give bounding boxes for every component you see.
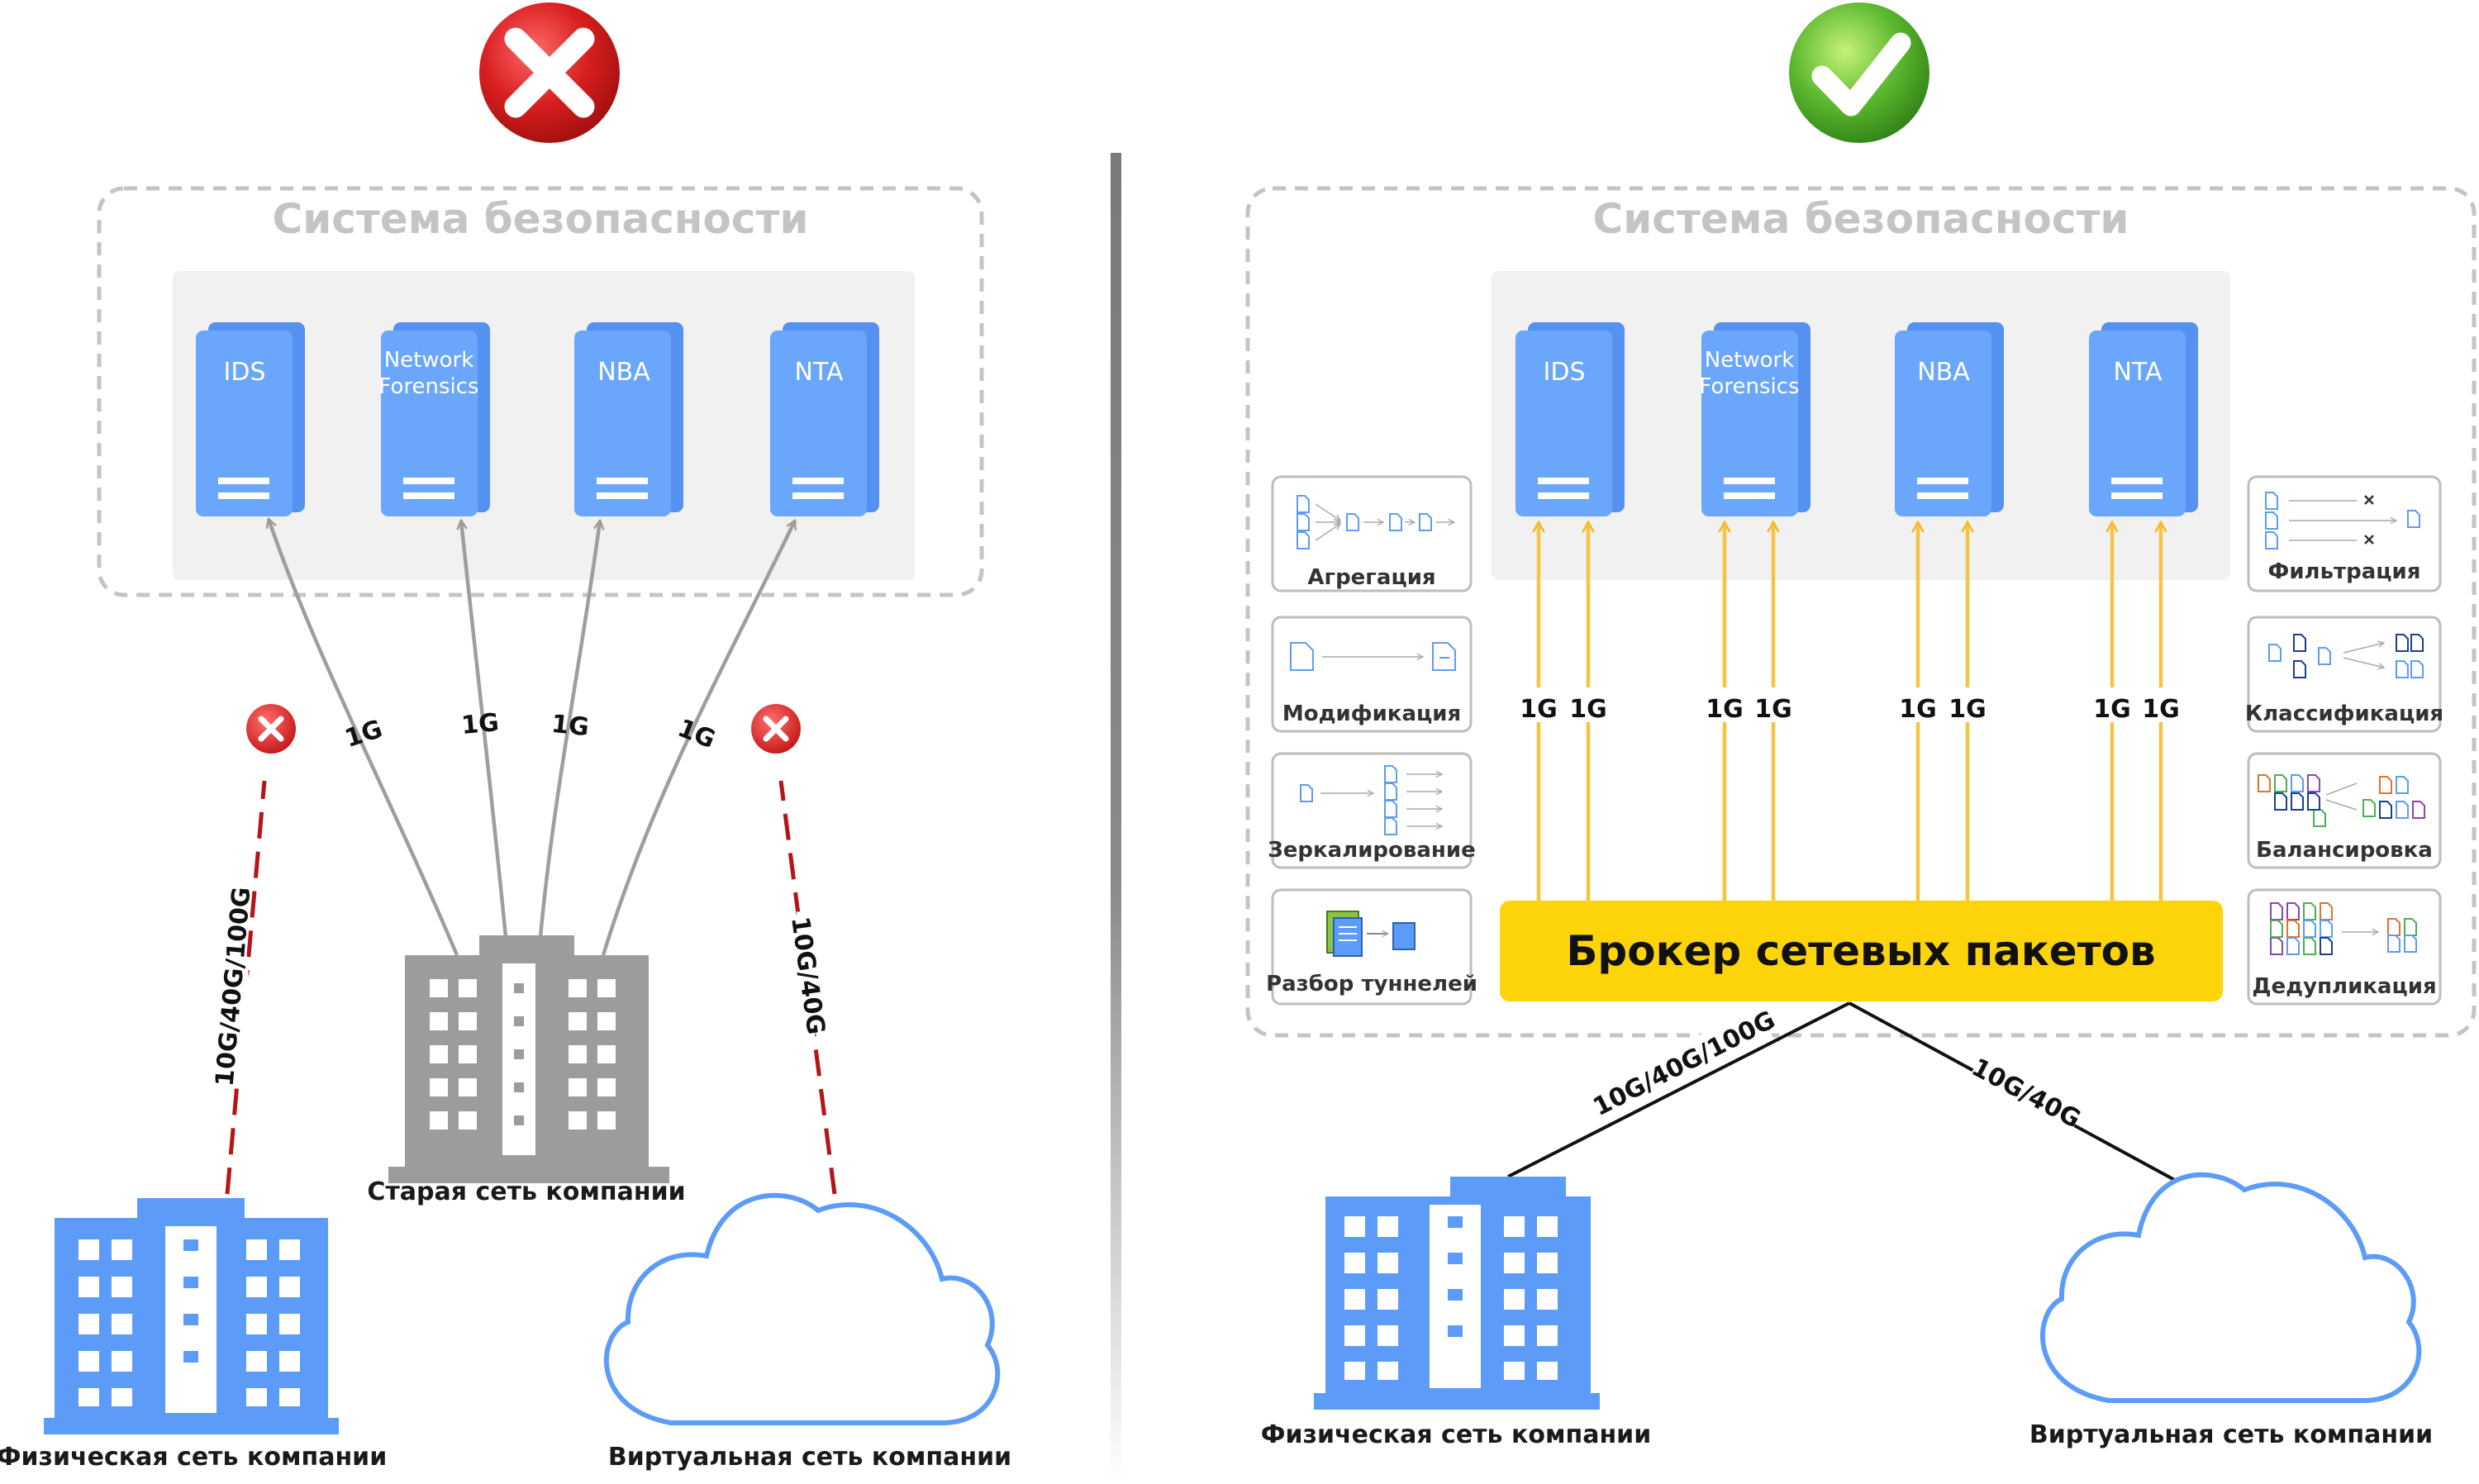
left-link-speed-3: 1G: [550, 710, 590, 743]
right-virtual-speed: 10G/40G: [1967, 1053, 2085, 1134]
right-link-speed-4: 1G: [1754, 695, 1792, 724]
right-virtual-label: Виртуальная сеть компании: [2029, 1420, 2433, 1449]
function-label-aggregation: Агрегация: [1307, 565, 1435, 590]
function-card-filtering: Фильтрация: [2247, 475, 2442, 592]
function-card-mirroring: Зеркалирование: [1268, 752, 1476, 869]
right-physical-label: Физическая сеть компании: [1261, 1420, 1651, 1449]
function-label-mirroring: Зеркалирование: [1268, 838, 1475, 863]
function-card-aggregation: Агрегация: [1271, 475, 1473, 592]
left-virtual-label: Виртуальная сеть компании: [608, 1443, 1011, 1472]
left-server-nba-label: NBA: [597, 358, 650, 387]
function-card-balancing: Балансировка: [2247, 752, 2442, 869]
right-system-title: Система безопасности: [1593, 195, 2129, 243]
right-server-ids: IDS: [1515, 322, 1625, 516]
right-server-nba-label: NBA: [1917, 358, 1970, 387]
left-server-ids-label: IDS: [224, 358, 266, 387]
left-server-nta-label: NTA: [795, 358, 844, 387]
right-link-speed-7: 1G: [2093, 695, 2131, 724]
function-label-filtering: Фильтрация: [2268, 559, 2421, 584]
left-servers-panel: [173, 271, 915, 580]
right-link-speed-1: 1G: [1520, 695, 1558, 724]
right-security-system-box: [1245, 186, 2477, 1038]
right-link-speed-5: 1G: [1899, 695, 1937, 724]
left-virtual-cloud-icon: [604, 1192, 1001, 1425]
right-physical-speed: 10G/40G/100G: [1589, 1006, 1780, 1122]
function-card-classification: Классификация: [2245, 616, 2443, 733]
right-link-speed-8: 1G: [2142, 695, 2180, 724]
right-virtual-cloud-icon: [2040, 1172, 2422, 1403]
right-speed-label-backgrounds: [1517, 687, 2182, 722]
right-server-nba: NBA: [1895, 322, 2004, 516]
old-network-building-icon: [388, 935, 669, 1183]
panel-divider: [1111, 153, 1121, 1484]
left-server-ids: IDS: [196, 322, 305, 516]
left-security-system-box: [97, 186, 984, 597]
right-link-speed-3: 1G: [1706, 695, 1744, 724]
right-link-speed-6: 1G: [1948, 695, 1987, 724]
right-server-nta: NTA: [2089, 322, 2198, 516]
packet-broker-box: [1500, 901, 2223, 1001]
right-server-nta-label: NTA: [2114, 358, 2163, 387]
success-icon: [1789, 2, 1929, 143]
left-link-speed-2: 1G: [460, 708, 500, 740]
right-link-speed-2: 1G: [1569, 695, 1607, 724]
function-card-tunnel-parsing: Разбор туннелей: [1266, 888, 1477, 1006]
function-label-modification: Модификация: [1282, 702, 1461, 726]
left-server-nba: NBA: [574, 322, 683, 516]
left-broken-virtual-icon: [751, 704, 801, 754]
left-links: [269, 519, 797, 956]
function-card-modification: Модификация: [1271, 616, 1473, 733]
function-label-balancing: Балансировка: [2256, 838, 2433, 863]
left-link-speed-4: 1G: [673, 714, 719, 754]
packet-broker-label: Брокер сетевых пакетов: [1566, 927, 2155, 975]
left-link-speed-1: 1G: [341, 715, 386, 754]
right-physical-building-icon: [1314, 1177, 1600, 1410]
function-label-deduplication: Дедупликация: [2252, 974, 2436, 999]
function-label-tunnel-parsing: Разбор туннелей: [1266, 972, 1477, 996]
function-label-classification: Классификация: [2245, 702, 2443, 726]
error-icon: [479, 2, 620, 143]
left-physical-label: Физическая сеть компании: [0, 1443, 387, 1472]
right-server-ids-label: IDS: [1544, 358, 1586, 387]
left-broken-physical-icon: [246, 704, 296, 754]
left-server-nta: NTA: [770, 322, 879, 516]
function-card-deduplication: Дедупликация: [2247, 888, 2442, 1006]
left-system-title: Система безопасности: [273, 195, 809, 243]
right-servers-panel: [1492, 271, 2230, 580]
left-physical-building-icon: [44, 1198, 339, 1434]
old-network-label: Старая сеть компании: [367, 1177, 685, 1206]
